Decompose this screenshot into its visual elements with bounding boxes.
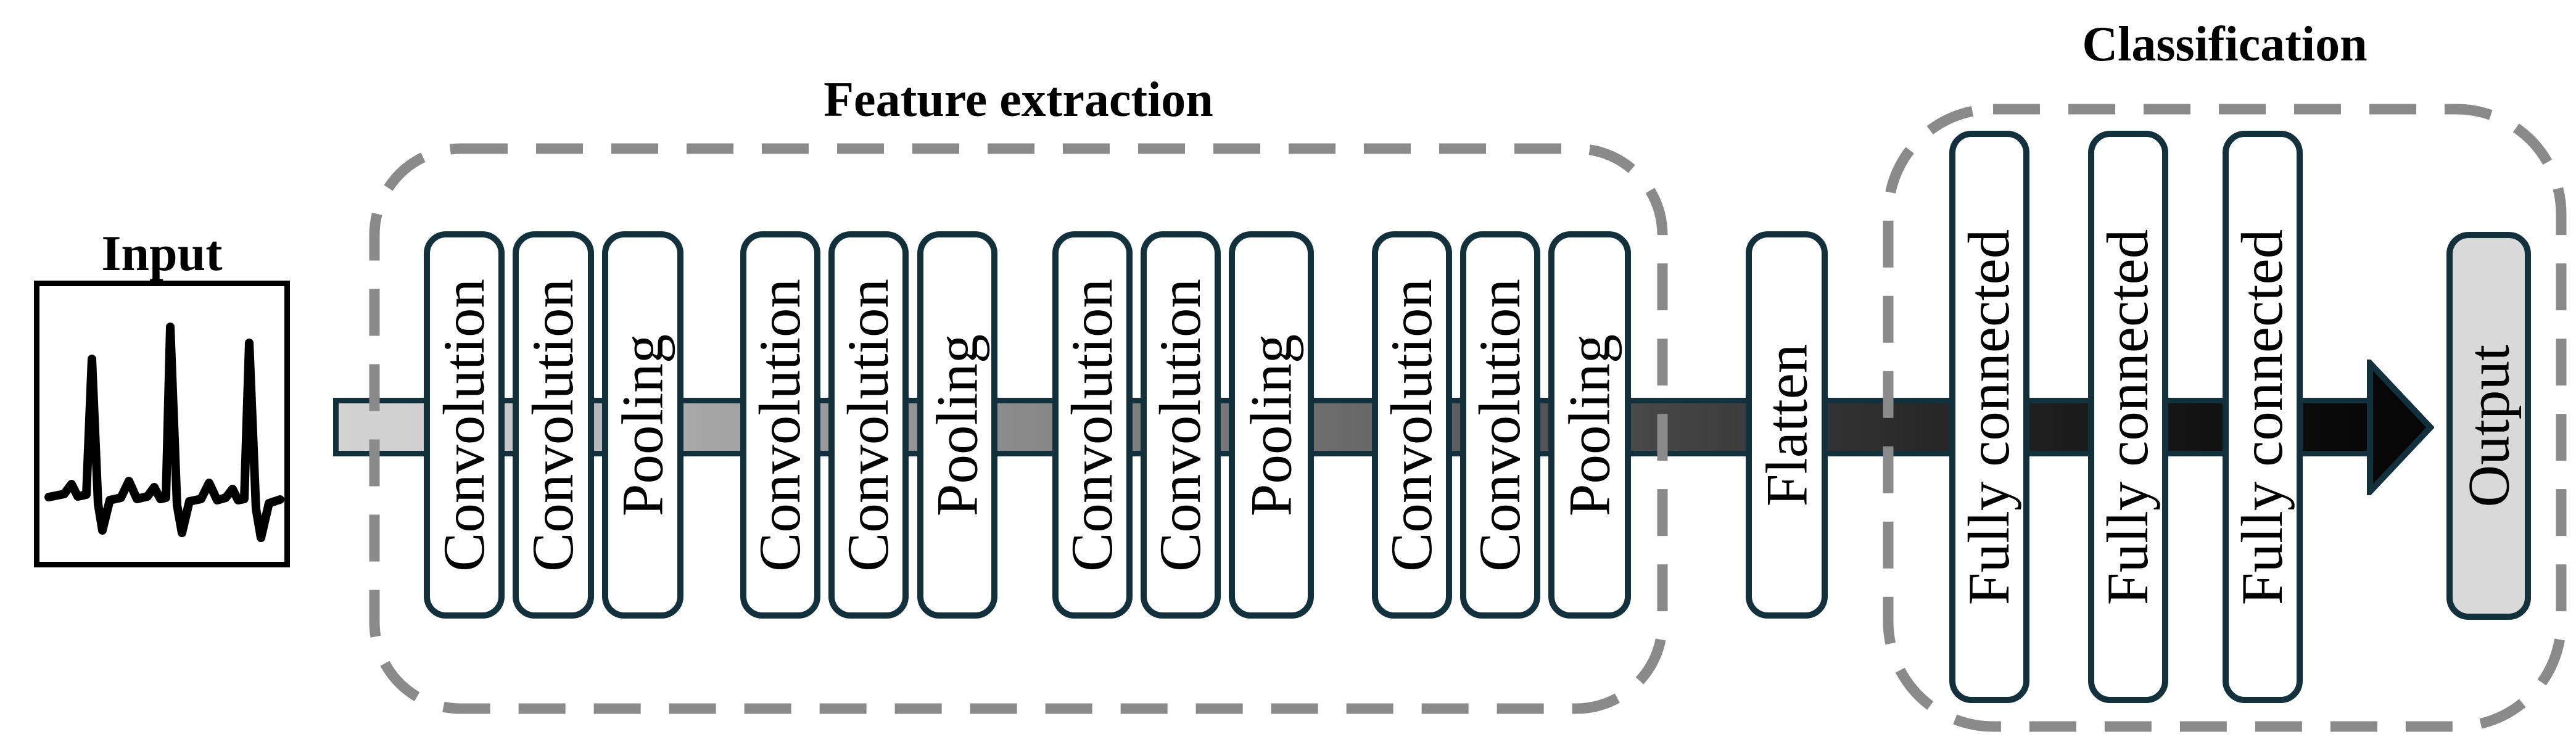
conv-block-label: Convolution [1379,278,1445,572]
conv-block-label: Convolution [1467,278,1533,572]
pooling-block: Pooling [602,231,683,619]
pooling-block: Pooling [1229,231,1314,619]
conv-block: Convolution [1141,231,1221,619]
conv-block-label: Convolution [1147,278,1213,572]
conv-block-label: Convolution [747,278,813,572]
pooling-block-label: Pooling [1238,334,1304,516]
pooling-block: Pooling [1548,231,1631,619]
pooling-block: Pooling [917,231,997,619]
pooling-block-label: Pooling [609,334,675,516]
output-block: Output [2446,232,2531,620]
feature-extraction-title: Feature extraction [824,73,1213,127]
conv-block-label: Convolution [431,278,497,572]
flatten-block: Flatten [1746,231,1828,619]
fully-connected-block: Fully connected [2223,131,2303,703]
conv-block: Convolution [1460,231,1540,619]
fully-connected-block: Fully connected [1949,131,2029,703]
fully-connected-block: Fully connected [2088,131,2168,703]
classification-title: Classification [2082,17,2368,72]
pooling-block-label: Pooling [1556,334,1622,516]
feature-extraction-group-border [369,143,1668,714]
output-block-label: Output [2456,344,2521,508]
classification-group-border [1883,104,2567,732]
conv-block-label: Convolution [520,278,586,572]
conv-block: Convolution [828,231,909,619]
input-signal-box [34,281,290,567]
conv-block: Convolution [424,231,505,619]
conv-block-label: Convolution [1059,278,1125,572]
ecg-waveform-icon [44,323,284,542]
conv-block: Convolution [740,231,820,619]
conv-block: Convolution [1372,231,1452,619]
pooling-block-label: Pooling [924,334,990,516]
fully-connected-block-label: Fully connected [1956,229,2022,605]
fully-connected-block-label: Fully connected [2095,229,2161,605]
flatten-block-label: Flatten [1754,344,1820,506]
conv-block: Convolution [513,231,594,619]
conv-block-label: Convolution [835,278,901,572]
flow-arrow-head-icon [2367,360,2434,495]
fully-connected-block-label: Fully connected [2229,229,2295,605]
conv-block: Convolution [1052,231,1133,619]
input-title: Input [101,225,223,281]
